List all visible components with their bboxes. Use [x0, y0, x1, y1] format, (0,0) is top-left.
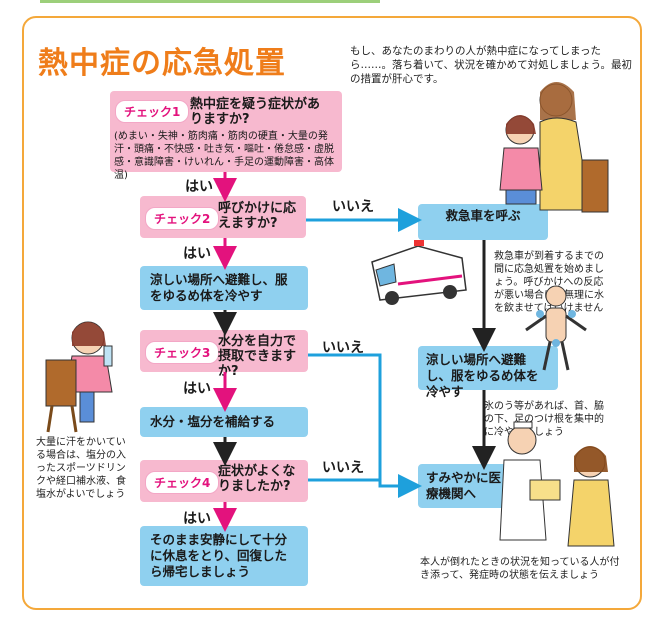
- hydrate-action: 水分・塩分を補給する: [140, 407, 308, 437]
- yes-label-4: はい: [183, 511, 211, 527]
- check2-question: 呼びかけに応えますか?: [218, 201, 297, 231]
- check3-question: 水分を自力で摂取できますか?: [218, 334, 297, 379]
- page-title: 熱中症の応急処置: [38, 46, 286, 81]
- top-accent-line: [40, 0, 380, 3]
- cool-body-action-left: 涼しい場所へ避難し、服をゆるめ体を冷やす: [140, 266, 308, 310]
- no-label-2: いいえ: [332, 199, 374, 215]
- ice-note: 氷のう等があれば、首、脇の下、足のつけ根を集中的に冷やしましょう: [484, 401, 604, 438]
- cool-body-action-right: 涼しい場所へ避難し、服をゆるめ体を冷やす: [418, 346, 558, 399]
- check4-badge: チェック4: [145, 471, 220, 494]
- call-ambulance-action: 救急車を呼ぶ: [418, 204, 548, 240]
- check2-badge: チェック2: [145, 207, 220, 230]
- check1-symptoms: (めまい・失神・筋肉痛・筋肉の硬直・大量の発汗・頭痛・不快感・吐き気・嘔吐・倦怠…: [114, 131, 334, 181]
- check4-question: 症状がよくなりましたか?: [218, 464, 296, 494]
- rest-action: そのまま安静にして十分に休息をとり、回復したら帰宅しましょう: [140, 526, 308, 586]
- check1-question: 熱中症を疑う症状がありますか?: [190, 97, 321, 127]
- hospital-note: 本人が倒れたときの状況を知っている人が付き添って、発症時の状態を伝えましょう: [420, 557, 620, 581]
- no-label-3: いいえ: [322, 340, 364, 356]
- no-label-4: いいえ: [322, 460, 364, 476]
- check1-badge: チェック1: [115, 100, 190, 123]
- yes-label-3: はい: [183, 381, 211, 397]
- yes-label-1: はい: [185, 179, 213, 195]
- intro-text: もし、あなたのまわりの人が熱中症になってしまったら……。落ち着いて、状況を確かめ…: [350, 45, 633, 85]
- hospital-action: すみやかに医療機関へ: [418, 464, 510, 508]
- check3-badge: チェック3: [145, 341, 220, 364]
- yes-label-2: はい: [183, 246, 211, 262]
- sweat-note: 大量に汗をかいている場合は、塩分の入ったスポーツドリンクや経口補水液、食塩水がよ…: [36, 437, 126, 500]
- ambulance-note: 救急車が到着するまでの間に応急処置を始めましょう。呼びかけへの反応が悪い場合には…: [494, 251, 604, 314]
